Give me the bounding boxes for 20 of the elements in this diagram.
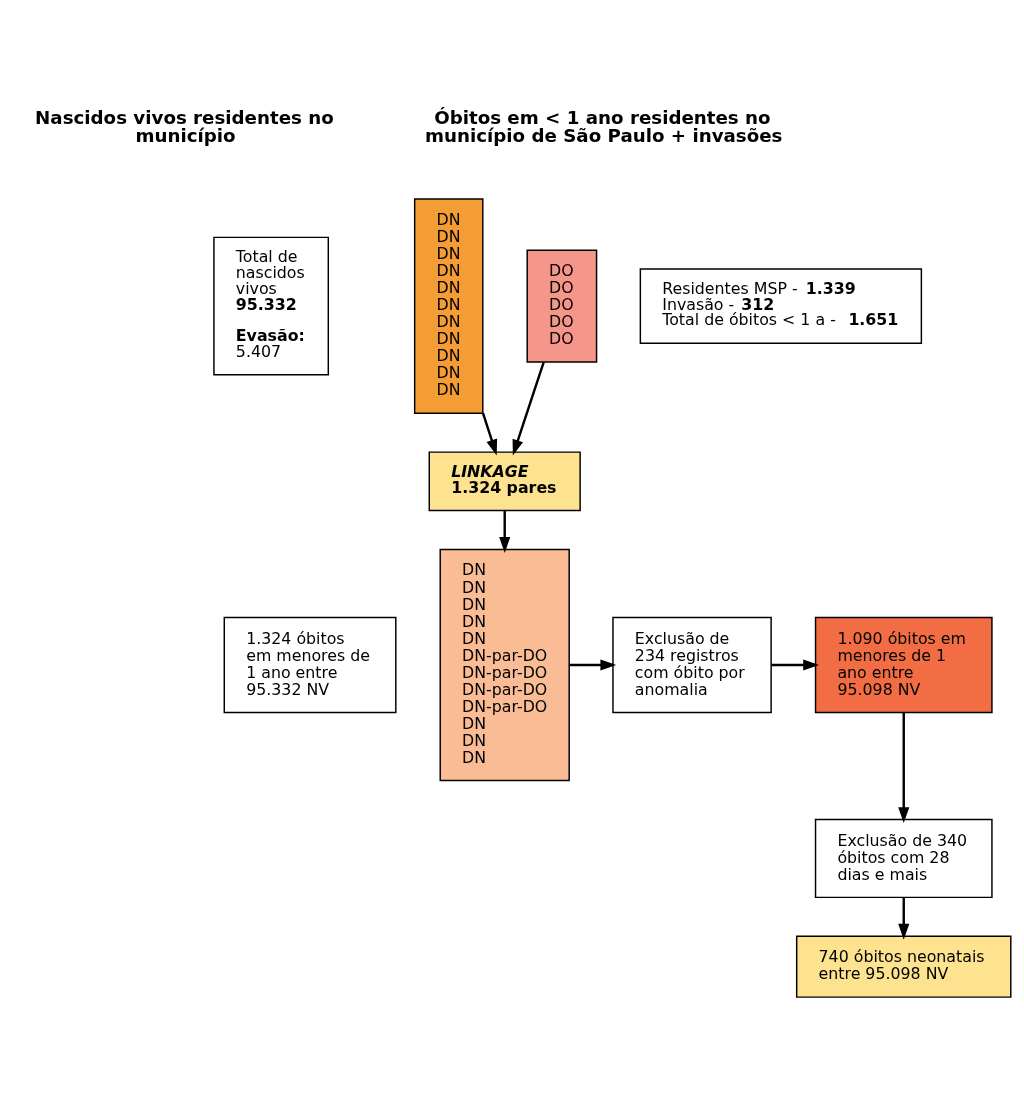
node-box: Exclusão de 234 registros com óbito por anomalia bbox=[612, 616, 772, 713]
arrow bbox=[898, 711, 910, 823]
node-box: Total de nascidos vivos 95.332 Evasão: 5.407 bbox=[213, 236, 330, 376]
node-box: LINKAGE 1.324 pares bbox=[428, 450, 581, 511]
arrow bbox=[481, 411, 498, 455]
node-box: Exclusão de 340 óbitos com 28 dias e mais bbox=[814, 818, 993, 898]
node-box: 1.324 óbitos em menores de 1 ano entre 95.332 NV bbox=[223, 616, 397, 713]
node-box: 740 óbitos neonatais entre 95.098 NV bbox=[795, 935, 1012, 998]
node-box: DN DN DN DN DN DN DN DN DN DN DN bbox=[413, 197, 484, 414]
node-box: DN DN DN DN DN DN-par-DO DN-par-DO DN-par-DO DN-par-DO DN DN DN bbox=[439, 548, 570, 781]
arrow bbox=[898, 897, 910, 940]
arrow bbox=[499, 510, 511, 553]
node-box: DO DO DO DO DO bbox=[526, 248, 598, 363]
node-box: 1.090 óbitos em menores de 1 ano entre 95.098 NV bbox=[814, 616, 993, 713]
arrow bbox=[771, 658, 820, 671]
label: Óbitos em < 1 ano residentes no município de São Paulo + invasões bbox=[425, 106, 783, 146]
arrow bbox=[569, 658, 617, 671]
arrow bbox=[512, 361, 545, 455]
node-box: Residentes MSP - 1.339 Invasão - 312 Total de óbitos < 1 a - 1.651 bbox=[639, 267, 923, 344]
label: Nascidos vivos residentes no município bbox=[35, 106, 334, 146]
